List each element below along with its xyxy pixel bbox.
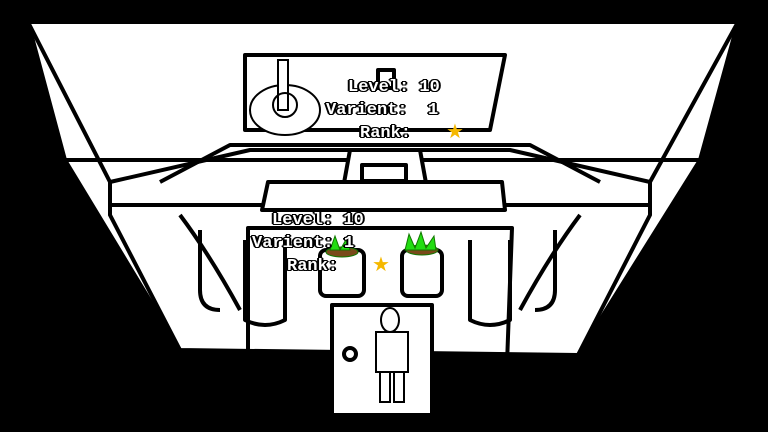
front-frame bbox=[246, 226, 514, 420]
door-knob bbox=[342, 346, 358, 362]
variant-label: Varient: bbox=[326, 101, 408, 120]
star-icon: ★ bbox=[446, 121, 464, 143]
chest-icon bbox=[376, 68, 396, 90]
level-label: Level: bbox=[348, 78, 410, 97]
back-rank-label: Rank: bbox=[360, 124, 412, 143]
front-variant-row: Varient: 1 bbox=[252, 234, 354, 253]
plant-pot bbox=[400, 248, 444, 298]
front-level-row: Level: 10 bbox=[272, 211, 364, 230]
front-rank-label: Rank: bbox=[287, 257, 339, 276]
back-variant-row: Varient: 1 bbox=[326, 101, 438, 120]
variant-value: 1 bbox=[343, 234, 355, 253]
front-character bbox=[375, 307, 409, 403]
back-character bbox=[249, 59, 321, 136]
variant-value: 1 bbox=[428, 101, 439, 120]
star-icon: ★ bbox=[372, 254, 390, 276]
level-label: Level: bbox=[272, 211, 334, 230]
level-value: 10 bbox=[419, 78, 440, 97]
variant-label: Varient: bbox=[252, 234, 334, 253]
back-level-row: Level: 10 bbox=[348, 78, 440, 97]
level-value: 10 bbox=[343, 211, 364, 230]
plants bbox=[325, 230, 439, 258]
